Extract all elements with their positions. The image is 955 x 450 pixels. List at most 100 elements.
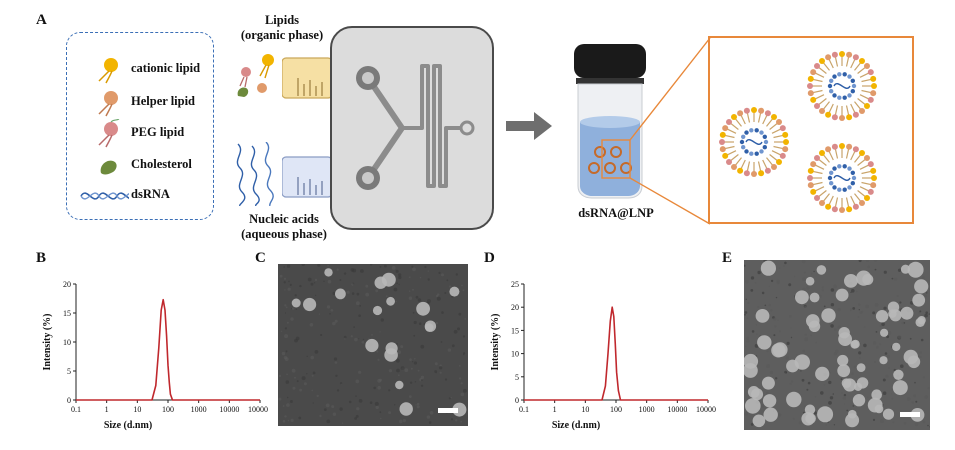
dsrna-segment [837,72,842,77]
tem-noise-dot [375,289,379,293]
lipid-head [722,125,729,132]
tem-noise-dot [429,411,434,415]
tem-noise-dot [914,381,916,384]
tem-noise-dot [788,283,792,287]
tem-noise-dot [355,414,359,418]
x-tick-label: 1 [553,405,557,414]
tem-noise-dot [343,272,347,275]
tem-noise-dot [278,374,282,378]
tem-noise-dot [918,312,921,314]
nanoparticle [755,309,770,323]
tem-noise-dot [855,290,858,293]
lipid-head [864,155,870,161]
tem-noise-dot [815,341,818,344]
tem-noise-dot [375,405,379,410]
tem-noise-dot [770,309,773,312]
tem-noise-dot [872,418,876,421]
tem-noise-dot [881,322,885,327]
tem-noise-dot [412,311,415,314]
dsrna-core [833,83,851,89]
tem-noise-dot [858,260,862,263]
tem-noise-dot [841,392,843,394]
zoom-connector-lines [629,37,711,225]
tem-noise-dot [284,289,286,291]
tem-noise-dot [769,370,774,375]
nanoparticle [907,355,921,369]
lnp-vial [574,44,646,199]
lipid-head [743,107,750,114]
tem-noise-dot [415,404,417,406]
tem-noise-dot [400,345,404,349]
nanoparticle [852,394,866,407]
tem-noise-dot [757,270,761,275]
tem-noise-dot [323,280,325,282]
tem-noise-dot [341,422,344,424]
tem-noise-dot [901,321,905,325]
lipid-head [731,164,737,170]
lipid-head [783,139,789,145]
lipid-head [726,159,732,165]
dsrna-segment [754,128,759,133]
tem-noise-dot [355,379,360,384]
lipid-head [825,146,832,153]
tem-noise-dot [810,272,813,275]
tem-noise-dot [311,374,314,377]
tem-noise-dot [874,302,879,307]
tem-noise-dot [416,405,420,409]
tem-noise-dot [306,355,308,358]
tem-noise-dot [800,370,802,372]
tem-noise-dot [745,298,747,300]
tem-noise-dot [853,365,857,369]
nanoparticle [761,376,775,390]
dsrna-segment [837,95,842,100]
tem-noise-dot [379,411,382,414]
tem-noise-dot [747,301,750,304]
lipid-head [814,195,820,201]
tem-noise-dot [461,284,463,287]
tem-noise-dot [369,401,373,404]
legend-label: cationic lipid [131,61,201,75]
tem-noise-dot [299,388,302,392]
tem-noise-dot [457,327,460,331]
legend-item-peg-lipid: PEG lipid [67,119,213,149]
y-tick-label: 15 [63,309,71,318]
nanoparticle [882,408,895,420]
nanoparticle [893,369,904,380]
lipid-head [846,206,853,213]
tem-noise-dot [287,419,290,422]
tem-noise-dot [778,267,781,270]
tem-noise-dot [289,283,292,286]
tem-noise-dot [463,352,466,355]
tem-noise-dot [436,296,441,301]
tem-noise-dot [400,366,405,371]
tem-noise-dot [327,264,329,267]
tem-noise-dot [744,264,746,267]
lipid-head [814,63,820,69]
tem-noise-dot [417,298,422,302]
legend-label: Cholesterol [131,157,192,171]
tem-noise-dot [863,326,866,328]
tem-noise-dot [928,313,930,315]
tem-noise-dot [408,276,411,279]
dsrna-segment [842,187,847,192]
tem-noise-dot [376,350,379,353]
lipid-head [731,114,737,120]
nucleic-caption: Nucleic acids (aqueous phase) [224,212,344,242]
tem-noise-dot [823,305,826,308]
tem-noise-dot [922,276,925,279]
tem-noise-dot [285,350,288,353]
tem-noise-dot [798,421,802,425]
nanoparticle [879,356,888,365]
nanoparticle [889,309,902,322]
tem-noise-dot [746,317,749,320]
lipid-head [831,143,838,150]
lipid-head [807,175,813,181]
dsrna-segment [850,78,855,83]
dsrna-segment [754,151,759,156]
tem-noise-dot [927,424,929,427]
tem-noise-dot [458,365,461,367]
dsrna-segment [832,74,837,79]
tem-noise-dot [301,264,305,267]
tem-noise-dot [873,260,878,262]
tem-noise-dot [395,300,397,303]
